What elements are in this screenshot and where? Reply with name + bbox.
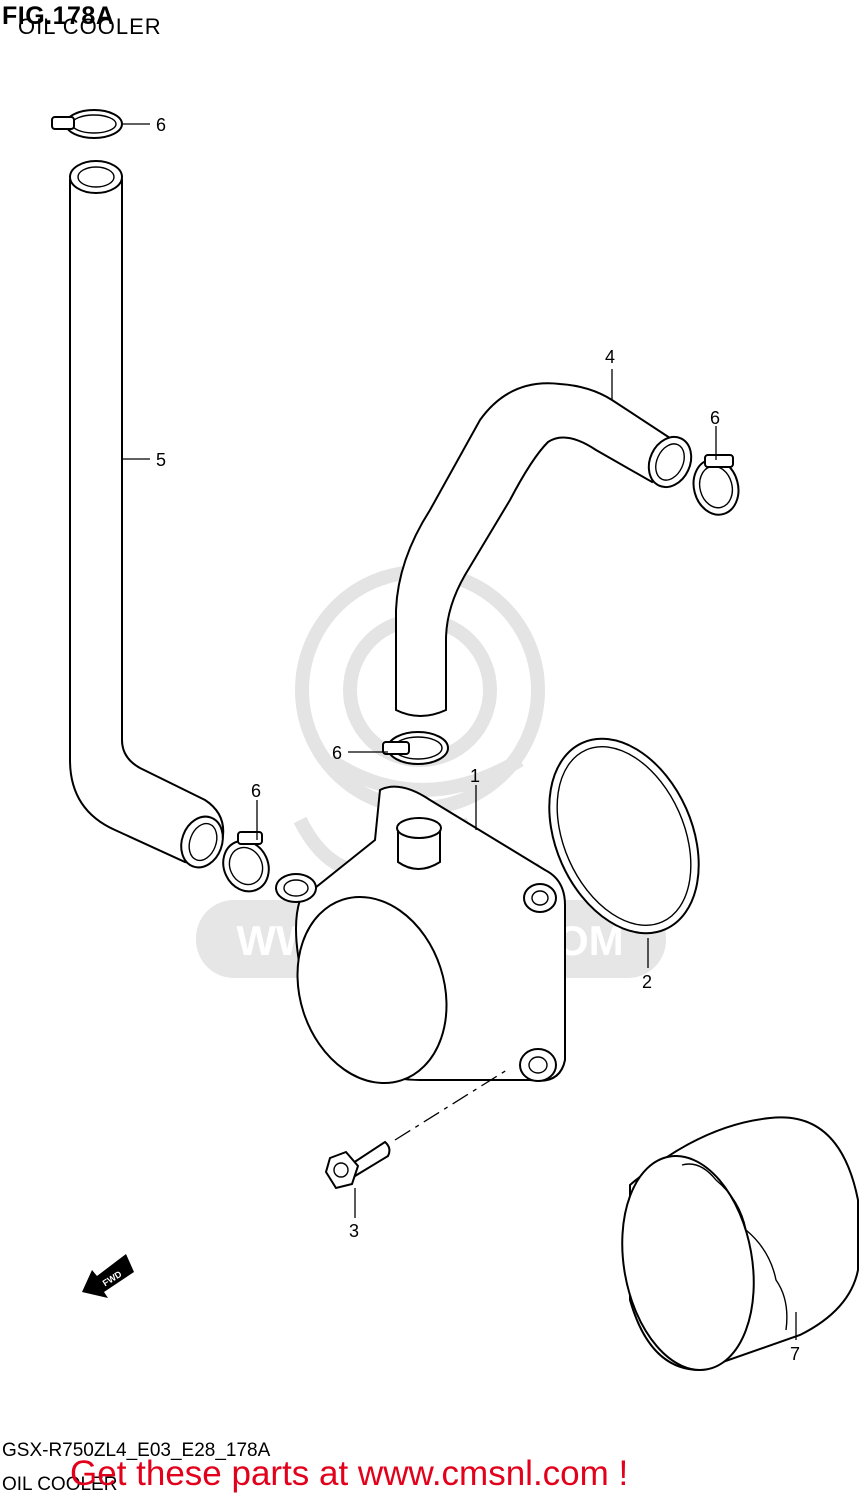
callout-5: 5	[156, 450, 166, 470]
oil-cooler-1	[275, 785, 566, 1085]
o-ring-2	[548, 737, 700, 935]
footer-subtitle: OIL COOLER	[2, 1474, 118, 1495]
header-subtitle: OIL COOLER	[18, 14, 162, 39]
fwd-arrow-icon: FWD	[82, 1254, 134, 1298]
header-title: FIG.178A	[2, 2, 115, 30]
hose-4	[395, 382, 693, 717]
callout-6-right: 6	[710, 408, 720, 428]
callout-7: 7	[790, 1344, 800, 1364]
clamp-middle	[382, 731, 449, 765]
leader-lines	[122, 123, 797, 1340]
callout-2: 2	[642, 972, 652, 992]
footer-model-code: GSX-R750ZL4_E03_E28_178A	[2, 1440, 271, 1461]
callout-6-left: 6	[251, 781, 261, 801]
callouts: 6 5 4 6 6 6 1 2 3 7	[156, 115, 800, 1364]
clamp-top	[51, 109, 123, 139]
oil-filter-7	[621, 1116, 859, 1372]
callout-4: 4	[605, 347, 615, 367]
clamp-right	[692, 454, 740, 516]
callout-3: 3	[349, 1221, 359, 1241]
hose-5	[69, 160, 225, 869]
clamp-left	[222, 831, 270, 893]
promo-link[interactable]: Get these parts at www.cmsnl.com !	[70, 1454, 629, 1493]
bolt-3	[324, 1067, 511, 1190]
callout-6-middle: 6	[332, 743, 342, 763]
callout-1: 1	[470, 766, 480, 786]
callout-6-top: 6	[156, 115, 166, 135]
